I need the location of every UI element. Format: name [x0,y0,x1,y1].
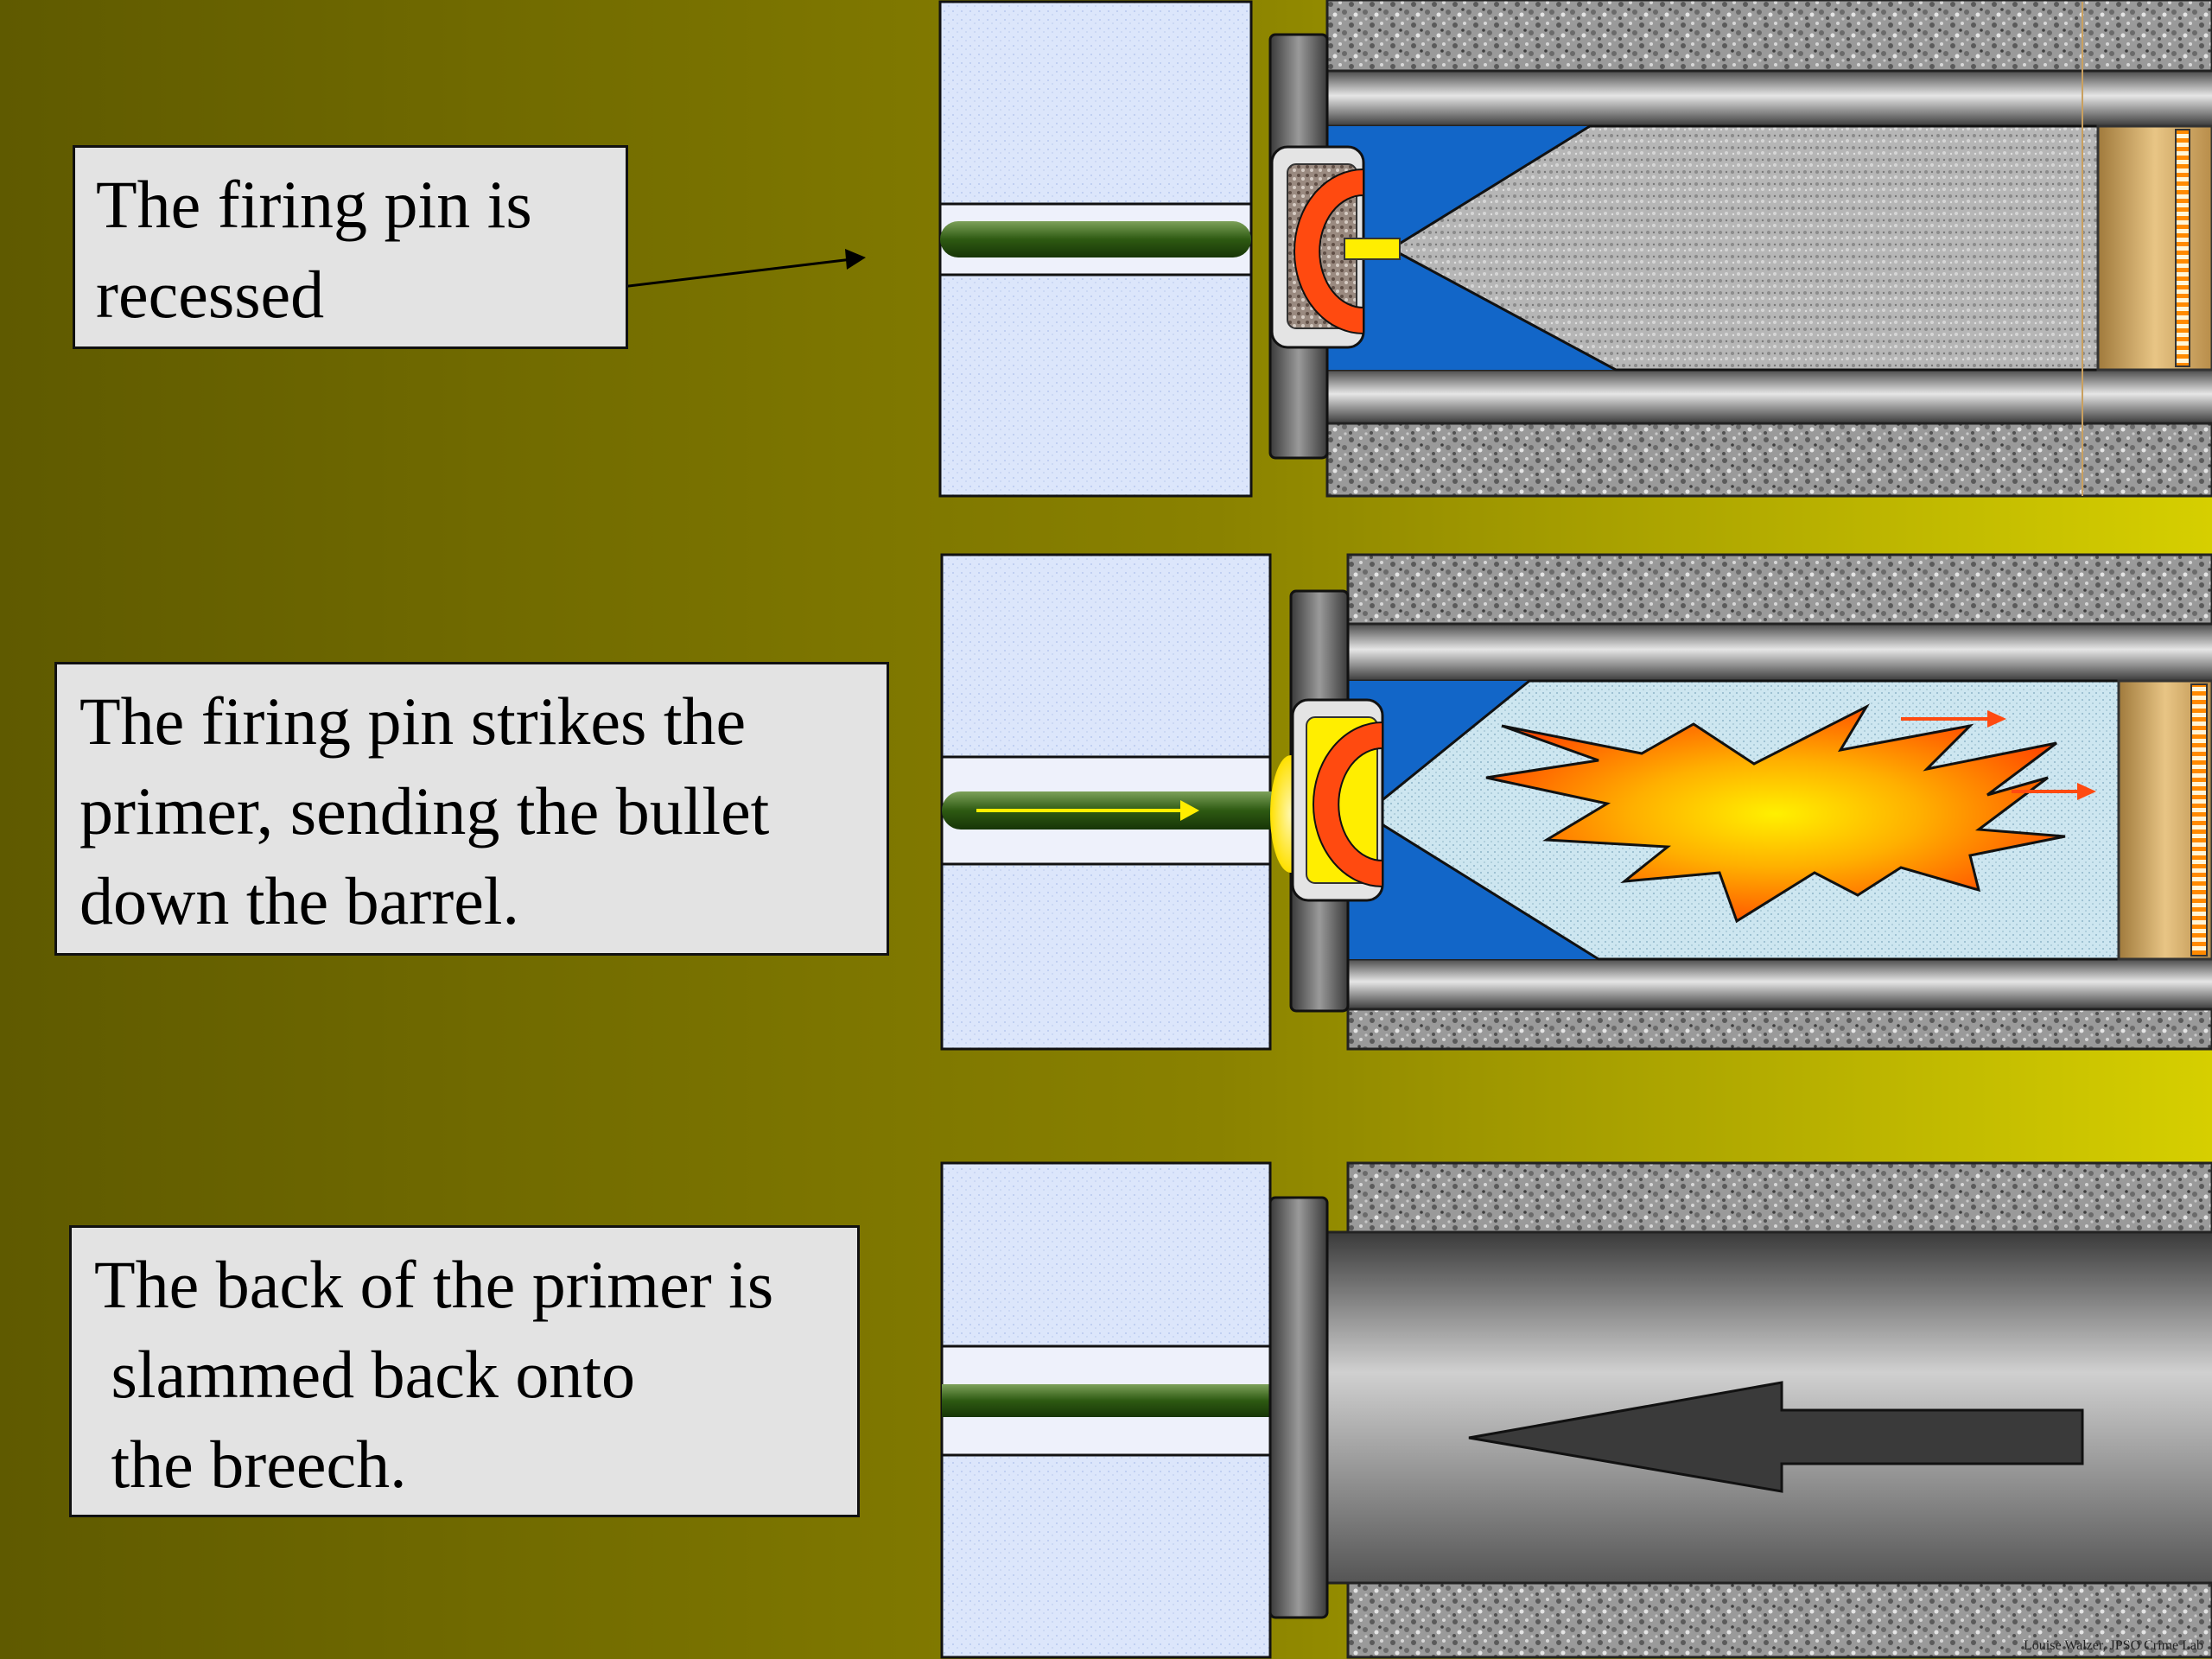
arrow-right-icon [1180,800,1199,821]
barrel-wall-bottom [1346,1004,2212,1051]
caption-recessed: The firing pin is recessed [73,145,628,349]
flash-hole [1344,238,1401,260]
barrel-wall-bottom [1325,420,2212,498]
bullet-cannelure [2190,683,2208,957]
panel-slammed [940,1161,2212,1659]
barrel-wall-bottom [1346,1580,2212,1659]
firing-pin [940,221,1251,257]
caption-line: down the barrel. [79,863,519,938]
barrel-wall-top [1346,1161,2212,1237]
primer-anvil [1294,168,1364,335]
caption-slammed: The back of the primer is slammed back o… [69,1225,860,1517]
case-wall-bottom [1324,368,2212,425]
case-wall-top [1344,622,2212,683]
caption-strikes: The firing pin strikes the primer, sendi… [54,662,889,956]
case-wall-bottom [1344,957,2212,1011]
caption-line: primer, sending the bullet [79,773,770,849]
panel-recessed [938,0,2212,498]
powder-charge [1389,124,2101,372]
firing-pin [942,1384,1270,1417]
caption-line: recessed [96,257,325,332]
caption-line: the breech. [94,1427,407,1502]
bullet [2096,124,2212,372]
panel-strikes [940,553,2212,1051]
explosion-icon [1485,703,2066,924]
case-head [1268,1196,1329,1619]
caption-line: The firing pin strikes the [79,683,747,759]
arrow-right-icon [2077,783,2096,800]
bullet-cannelure [2175,129,2190,367]
credit-text: Louise Walzer, JPSO Crime Lab [2024,1638,2203,1653]
barrel-wall-top [1325,0,2212,73]
caption-line: The back of the primer is [94,1247,774,1322]
barrel-wall-top [1346,553,2212,627]
case-wall-top [1324,69,2212,128]
caption-line: The firing pin is [96,167,532,242]
recoil-arrow-icon [1468,1381,2084,1493]
arrow-right-icon [845,249,866,270]
arrow-right-icon [1987,710,2006,728]
primer-anvil [1313,721,1383,888]
caption-line: slammed back onto [94,1337,636,1412]
